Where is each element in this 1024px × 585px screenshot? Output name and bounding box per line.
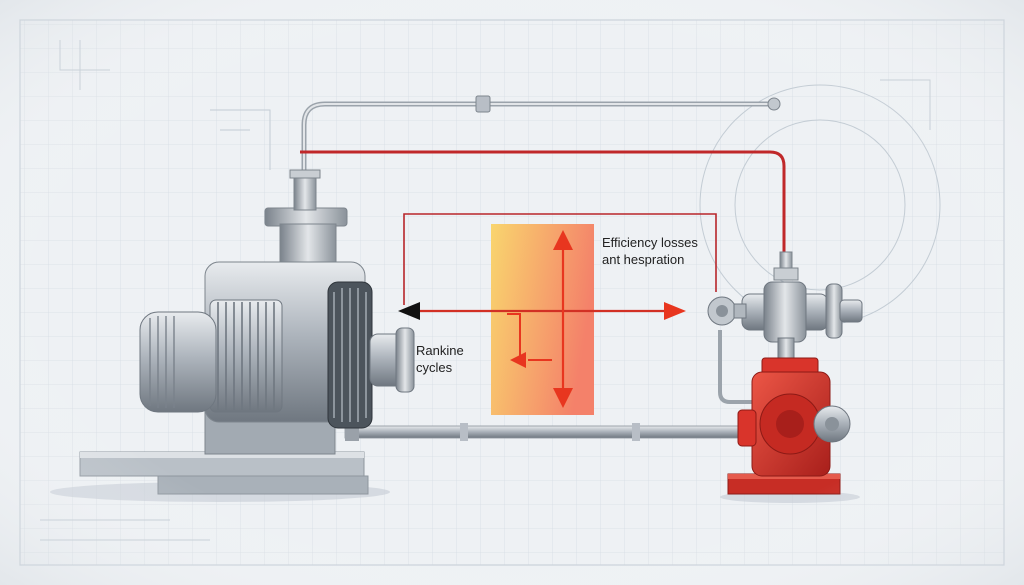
efficiency-label-line2: ant hespration [602,252,685,267]
rankine-label-line1: Rankine [416,343,464,358]
efficiency-label-line1: Efficiency losses [602,235,698,250]
rankine-label-line2: cycles [416,360,453,375]
efficiency-losses-label: Efficiency losses ant hespration [602,234,698,268]
rankine-cycles-label: Rankine cycles [416,342,464,376]
